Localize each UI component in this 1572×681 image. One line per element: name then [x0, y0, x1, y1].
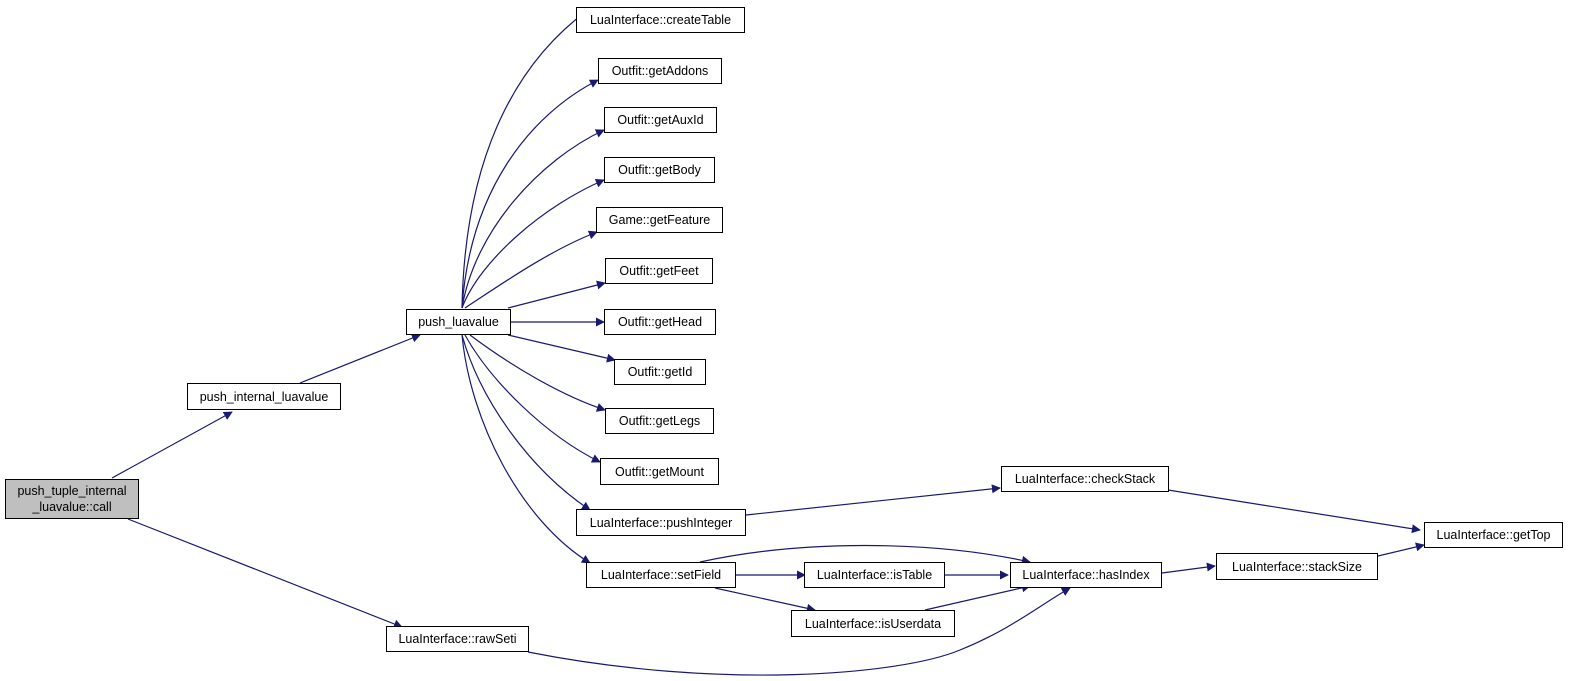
- node-stack-size[interactable]: LuaInterface::stackSize: [1216, 553, 1378, 580]
- node-get-feature[interactable]: Game::getFeature: [596, 207, 723, 233]
- node-set-field[interactable]: LuaInterface::setField: [586, 562, 736, 588]
- edge-push-luavalue-set-field: [461, 334, 591, 564]
- node-get-top[interactable]: LuaInterface::getTop: [1424, 522, 1563, 548]
- node-has-index[interactable]: LuaInterface::hasIndex: [1010, 562, 1162, 588]
- node-root-line1: push_tuple_internal: [17, 484, 127, 498]
- edge-push-internal-push-luavalue: [299, 333, 421, 384]
- edge-push-luavalue-get-feet: [507, 280, 606, 309]
- node-push-internal-luavalue[interactable]: push_internal_luavalue: [187, 383, 341, 410]
- node-is-userdata[interactable]: LuaInterface::isUserdata: [791, 610, 955, 637]
- edge-push-integer-check-stack: [745, 484, 1001, 516]
- node-raw-seti[interactable]: LuaInterface::rawSeti: [386, 626, 529, 652]
- node-get-body[interactable]: Outfit::getBody: [604, 157, 715, 183]
- edge-push-luavalue-push-integer: [461, 334, 591, 511]
- node-get-head[interactable]: Outfit::getHead: [604, 309, 716, 335]
- edge-check-stack-get-top: [1167, 489, 1421, 534]
- edge-push-luavalue-get-addons: [461, 79, 599, 309]
- edge-push-luavalue-get-feature: [464, 230, 598, 309]
- edge-set-field-is-userdata: [714, 587, 816, 613]
- node-get-addons[interactable]: Outfit::getAddons: [598, 58, 722, 84]
- edge-is-userdata-has-index: [924, 583, 1031, 611]
- edge-push-luavalue-get-aux-id: [461, 129, 605, 309]
- edge-push-luavalue-get-body: [461, 179, 605, 309]
- edge-push-luavalue-get-id: [507, 334, 616, 363]
- node-check-stack[interactable]: LuaInterface::checkStack: [1001, 466, 1169, 492]
- node-push-tuple-internal-luavalue-call[interactable]: push_tuple_internal _luavalue::call: [5, 479, 139, 519]
- edge-root-push-internal-luavalue: [111, 411, 233, 479]
- node-root-line2: _luavalue::call: [32, 500, 112, 514]
- node-create-table[interactable]: LuaInterface::createTable: [576, 7, 745, 33]
- node-get-feet[interactable]: Outfit::getFeet: [605, 258, 713, 284]
- node-get-aux-id[interactable]: Outfit::getAuxId: [604, 107, 717, 133]
- node-is-table[interactable]: LuaInterface::isTable: [804, 562, 945, 588]
- node-get-mount[interactable]: Outfit::getMount: [600, 458, 719, 485]
- node-push-integer[interactable]: LuaInterface::pushInteger: [576, 509, 746, 536]
- edge-raw-seti-has-index: [527, 587, 1071, 676]
- edge-push-luavalue-get-mount: [464, 334, 601, 463]
- edge-push-luavalue-get-legs: [469, 334, 606, 412]
- edge-has-index-stack-size: [1161, 562, 1216, 574]
- edge-root-raw-seti: [127, 518, 403, 629]
- edge-set-field-has-index: [699, 544, 1031, 565]
- node-push-luavalue[interactable]: push_luavalue: [406, 309, 511, 335]
- node-get-id[interactable]: Outfit::getId: [614, 359, 706, 385]
- edge-stack-size-get-top: [1377, 542, 1425, 557]
- node-get-legs[interactable]: Outfit::getLegs: [605, 408, 714, 434]
- edge-push-luavalue-create-table: [461, 9, 589, 309]
